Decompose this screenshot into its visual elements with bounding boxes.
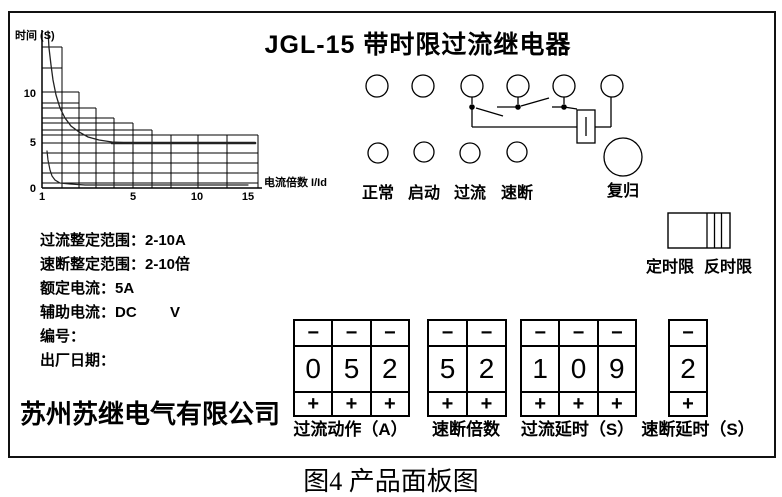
y-tick-label: 5 [30, 137, 36, 149]
terminal-circle [600, 74, 624, 98]
increment-button[interactable]: + [467, 392, 506, 416]
digit-display: 0 [294, 346, 333, 392]
company-name: 苏州苏继电气有限公司 [20, 399, 281, 429]
display-group-3: −2+ [668, 319, 708, 417]
led-indicator [459, 142, 481, 164]
switch-body[interactable] [667, 212, 731, 249]
digit-display: 2 [370, 346, 409, 392]
led-indicator [506, 141, 528, 163]
spec-line-5: 出厂日期： [40, 352, 116, 369]
contact-dot [515, 104, 521, 110]
decrement-button[interactable]: − [294, 320, 333, 346]
increment-button[interactable]: + [669, 392, 707, 416]
lower-inverse-time-curve [46, 150, 249, 186]
figure-caption: 图4 产品面板图 [303, 467, 479, 496]
led-indicator [413, 141, 435, 163]
spec-line-2: 额定电流：5A [40, 280, 135, 297]
decrement-button[interactable]: − [597, 320, 636, 346]
reset-button-label: 复归 [606, 183, 640, 200]
x-tick-label: 10 [191, 191, 203, 203]
decrement-button[interactable]: − [467, 320, 506, 346]
decrement-button[interactable]: − [428, 320, 467, 346]
increment-button[interactable]: + [559, 392, 598, 416]
indicator-label-2: 过流 [453, 185, 487, 202]
contact-dot [469, 104, 475, 110]
digit-display: 2 [467, 346, 506, 392]
spec-text-block: 过流整定范围：2-10A 速断整定范围：2-10倍额定电流：5A 辅助电流：DC V… [40, 229, 190, 373]
contact-dot [561, 104, 567, 110]
digit-display: 1 [521, 346, 560, 392]
increment-button[interactable]: + [428, 392, 467, 416]
spec-line-3: 辅助电流：DC V [40, 304, 181, 321]
decrement-button[interactable]: − [521, 320, 560, 346]
terminal-circle [460, 74, 484, 98]
switch-label-inverse-time: 反时限 [703, 259, 753, 276]
x-tick-label: 1 [39, 191, 45, 203]
increment-button[interactable]: + [370, 392, 409, 416]
reset-button[interactable] [603, 137, 643, 177]
y-axis-label: 时间 (S) [15, 30, 55, 42]
upper-inverse-time-curve [47, 30, 131, 144]
increment-button[interactable]: + [332, 392, 371, 416]
indicator-label-3: 速断 [500, 185, 534, 202]
decrement-button[interactable]: − [332, 320, 371, 346]
y-tick-label: 10 [24, 88, 36, 100]
spec-line-4: 编号： [40, 328, 86, 345]
time-mode-switch[interactable] [660, 205, 780, 260]
terminal-circle [365, 74, 389, 98]
led-indicator [367, 142, 389, 164]
spec-line-1: 速断整定范围：2-10倍 [40, 256, 191, 273]
wire [520, 97, 550, 107]
x-tick-label: 5 [130, 191, 136, 203]
x-tick-label: 15 [242, 191, 254, 203]
page-title: JGL-15 带时限过流继电器 [264, 31, 572, 59]
switch-label-definite-time: 定时限 [645, 259, 695, 276]
indicator-label-1: 启动 [407, 185, 441, 202]
decrement-button[interactable]: − [370, 320, 409, 346]
display-group-label-0: 过流动作（A） [293, 420, 408, 439]
increment-button[interactable]: + [521, 392, 560, 416]
terminal-circle [506, 74, 530, 98]
display-group-label-2: 过流延时（S） [520, 420, 635, 439]
digit-display: 0 [559, 346, 598, 392]
terminal-circle [552, 74, 576, 98]
spec-line-0: 过流整定范围：2-10A [40, 232, 186, 249]
display-group-label-3: 速断延时（S） [641, 420, 755, 439]
digit-display: 5 [332, 346, 371, 392]
wire [475, 107, 504, 117]
digit-display: 9 [597, 346, 636, 392]
digit-display: 2 [669, 346, 707, 392]
indicator-label-0: 正常 [361, 185, 395, 202]
decrement-button[interactable]: − [669, 320, 707, 346]
y-tick-label: 0 [30, 183, 36, 195]
display-group-label-1: 速断倍数 [432, 420, 500, 439]
increment-button[interactable]: + [597, 392, 636, 416]
increment-button[interactable]: + [294, 392, 333, 416]
x-axis-label: 电流倍数 I/Id [264, 177, 327, 189]
digit-display: 5 [428, 346, 467, 392]
terminal-wiring-diagram [365, 74, 643, 177]
terminal-circle [411, 74, 435, 98]
decrement-button[interactable]: − [559, 320, 598, 346]
